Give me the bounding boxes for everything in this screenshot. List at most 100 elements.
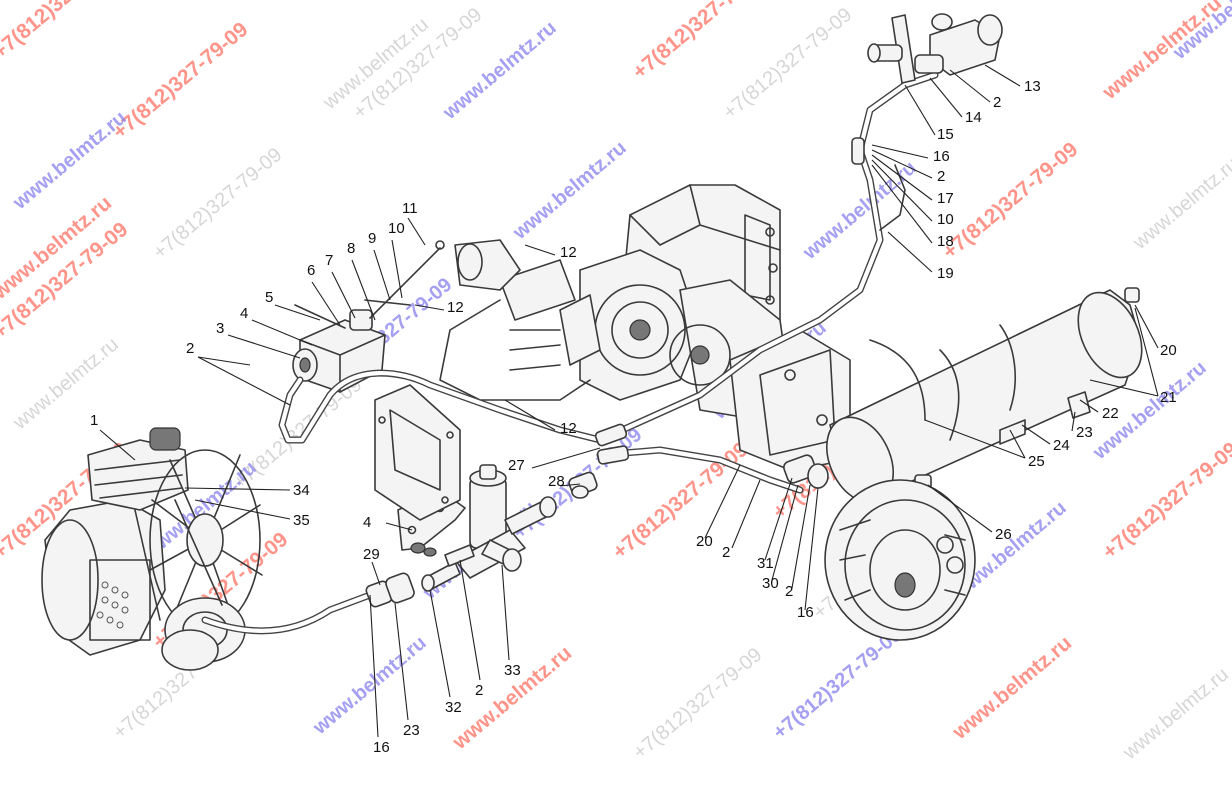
callout-8: 8	[347, 240, 355, 257]
leader-line-31	[764, 477, 793, 561]
leader-line-16	[871, 144, 929, 159]
watermark-site: www.belmtz.ru	[1118, 663, 1232, 764]
leader-line-15	[904, 84, 936, 136]
callout-34: 34	[293, 482, 310, 499]
leader-line-33	[501, 564, 510, 661]
callout-30: 30	[762, 575, 779, 592]
leader-line-20	[704, 464, 741, 539]
leader-line-17	[871, 154, 933, 201]
watermark-site: www.belmtz.ru	[1098, 0, 1226, 104]
watermark-site: www.belmtz.ru	[8, 107, 130, 215]
callout-4: 4	[363, 514, 371, 531]
leader-line-4	[251, 319, 313, 346]
callout-15: 15	[937, 126, 954, 143]
watermark-phone: +7(812)327-79-09	[629, 644, 766, 764]
callout-22: 22	[1102, 405, 1119, 422]
watermark-phone: +7(812)327-79-09	[628, 0, 772, 84]
leader-line-2	[871, 149, 933, 179]
cooling-fan	[149, 449, 263, 631]
callout-25: 25	[1028, 453, 1045, 470]
air-reservoir	[826, 287, 1143, 504]
leader-line-2	[791, 484, 811, 589]
leader-lines	[99, 64, 1159, 738]
callout-12: 12	[560, 244, 577, 261]
leader-line-2	[731, 479, 761, 549]
callout-27: 27	[508, 457, 525, 474]
callout-33: 33	[504, 662, 521, 679]
leader-line-23	[394, 602, 409, 721]
leader-line-4	[385, 522, 413, 531]
leader-line-11	[407, 217, 426, 246]
callout-2: 2	[937, 168, 945, 185]
watermark-phone: +7(812)327-79-09	[1098, 438, 1232, 564]
watermark-site: www.belmtz.ru	[8, 333, 123, 434]
callout-32: 32	[445, 699, 462, 716]
leader-line-25	[924, 419, 1026, 459]
callout-18: 18	[937, 233, 954, 250]
callout-2: 2	[993, 94, 1001, 111]
pipe-line-main	[278, 71, 939, 499]
leader-line-22	[1079, 399, 1099, 413]
flange-plate	[374, 384, 461, 521]
watermark-site: www.belmtz.ru	[948, 631, 1076, 744]
leader-line-30	[771, 484, 799, 581]
leader-line-21	[1134, 307, 1159, 397]
callout-21: 21	[1160, 389, 1177, 406]
callout-3: 3	[216, 320, 224, 337]
watermark-phone: +7(812)327-79-09	[719, 4, 856, 124]
callout-23: 23	[1076, 424, 1093, 441]
callout-17: 17	[937, 190, 954, 207]
leader-line-2	[197, 356, 251, 366]
callout-2: 2	[186, 340, 194, 357]
leader-line-10	[871, 159, 933, 222]
callout-2: 2	[475, 682, 483, 699]
callout-26: 26	[995, 526, 1012, 543]
callout-9: 9	[368, 230, 376, 247]
leader-line-23	[1071, 411, 1076, 432]
watermark-site: www.belmtz.ru	[448, 641, 576, 754]
callout-29: 29	[363, 546, 380, 563]
leader-line-34	[184, 487, 291, 491]
callout-10: 10	[388, 220, 405, 237]
leader-line-12	[524, 244, 556, 256]
leader-line-10	[391, 239, 403, 299]
callout-20: 20	[1160, 342, 1177, 359]
leader-line-9	[373, 249, 391, 301]
watermark-site: www.belmtz.ru	[508, 137, 630, 245]
callout-labels: 1234567891011121212132141516217101819202…	[90, 78, 1177, 756]
callout-24: 24	[1053, 437, 1070, 454]
leader-line-14	[929, 77, 963, 118]
leader-line-8	[351, 259, 376, 321]
leader-line-1	[99, 429, 136, 461]
leader-line-3	[227, 334, 301, 359]
callout-16: 16	[797, 604, 814, 621]
leader-line-29	[371, 561, 381, 586]
watermark-phone: +7(812)327-79-09	[108, 18, 252, 144]
callout-35: 35	[293, 512, 310, 529]
callout-4: 4	[240, 305, 248, 322]
callout-12: 12	[447, 299, 464, 316]
leader-line-13	[984, 64, 1021, 87]
callout-10: 10	[937, 211, 954, 228]
watermark-phone: +7(812)327-79-09	[149, 144, 286, 264]
callout-19: 19	[937, 265, 954, 282]
callout-1: 1	[90, 412, 98, 429]
callout-11: 11	[402, 200, 418, 217]
tee-fitting	[421, 464, 557, 592]
pipe-line-left	[201, 572, 415, 635]
callout-6: 6	[307, 262, 315, 279]
callout-20: 20	[696, 533, 713, 550]
leader-line-25	[1009, 429, 1026, 459]
leader-line-32	[429, 589, 451, 698]
leader-line-7	[331, 271, 356, 319]
callout-2: 2	[722, 544, 730, 561]
callout-5: 5	[265, 289, 273, 306]
upper-coupling-head	[867, 13, 1003, 84]
leader-line-2	[949, 69, 991, 103]
watermark-phone: +7(812)327-79-09	[938, 138, 1082, 264]
watermark-phone: +7(812)327-79-09	[0, 0, 132, 64]
leader-line-12	[504, 399, 556, 431]
callout-28: 28	[548, 473, 565, 490]
